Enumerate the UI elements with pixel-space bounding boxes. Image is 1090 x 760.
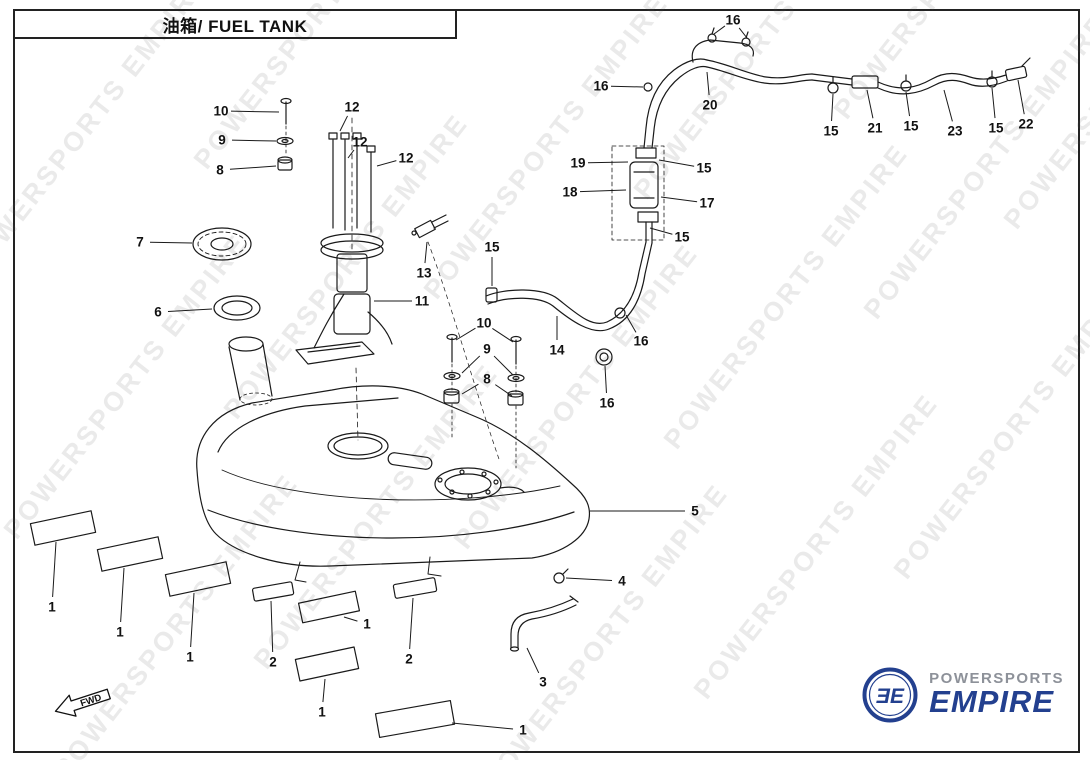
page-title: 油箱/ FUEL TANK bbox=[13, 9, 457, 39]
fuel-line-right bbox=[811, 57, 1031, 95]
brand-name-top: POWERSPORTS bbox=[929, 670, 1064, 687]
fwd-indicator: FWD bbox=[54, 688, 111, 717]
fuel-filter-assembly bbox=[611, 127, 665, 244]
rubber-pads bbox=[251, 577, 438, 602]
cap-gasket bbox=[213, 295, 261, 321]
brand-logo-text: POWERSPORTS EMPIRE bbox=[929, 670, 1064, 720]
fuel-cap bbox=[192, 227, 252, 261]
fuel-level-sensor bbox=[411, 214, 501, 463]
mounting-hardware-left bbox=[276, 97, 294, 171]
fwd-label: FWD bbox=[79, 692, 103, 709]
fuel-tank-body bbox=[196, 336, 591, 583]
mounting-hardware-center bbox=[443, 333, 525, 469]
brand-name-bottom: EMPIRE bbox=[929, 684, 1054, 719]
page-title-text: 油箱/ FUEL TANK bbox=[162, 16, 308, 36]
fuel-hose-lower bbox=[485, 241, 653, 366]
vent-hose-upper bbox=[643, 27, 813, 131]
fuel-pump-assembly bbox=[295, 117, 393, 441]
brand-emblem-icon: ƎE bbox=[862, 667, 918, 723]
hose-clip bbox=[553, 568, 569, 584]
brand-logo: ƎE POWERSPORTS EMPIRE bbox=[861, 666, 1064, 724]
drain-hose bbox=[509, 595, 579, 652]
sticker-decals bbox=[29, 510, 456, 739]
brand-emblem-monogram: ƎE bbox=[876, 685, 905, 708]
page-border bbox=[13, 9, 1080, 753]
